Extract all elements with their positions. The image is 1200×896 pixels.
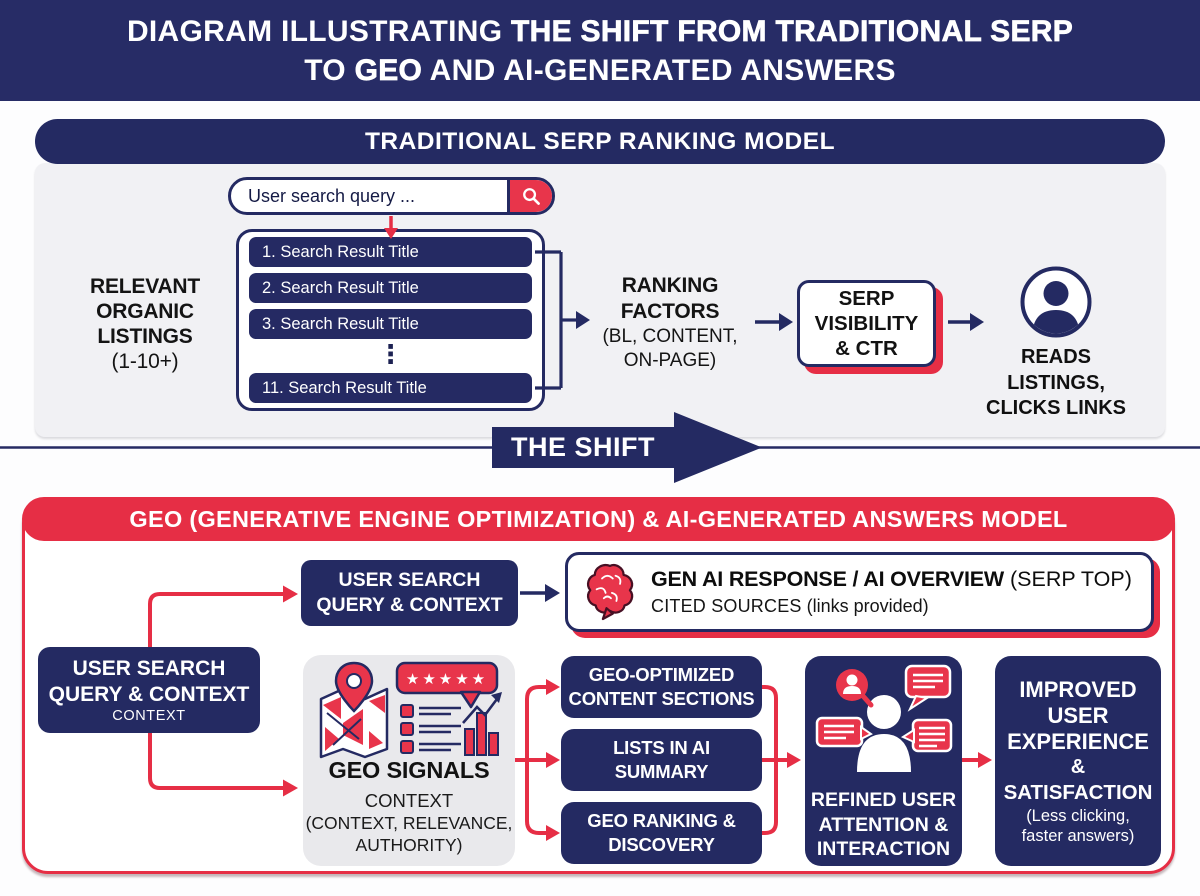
- label-line: &: [1070, 755, 1086, 778]
- output-box-ranking-discovery: GEO RANKING & DISCOVERY: [561, 802, 762, 864]
- search-input[interactable]: User search query ...: [228, 177, 555, 215]
- label-line: USER SEARCH: [72, 657, 226, 680]
- genai-title-note: (SERP TOP): [1004, 567, 1132, 591]
- label-line: REFINED USER: [810, 789, 957, 811]
- label-line: RANKING: [621, 274, 719, 297]
- output-box-lists-summary: LISTS IN AI SUMMARY: [561, 729, 762, 791]
- label-line: AUTHORITY): [355, 835, 463, 855]
- title-seg-bold: THE SHIFT FROM TRADITIONAL SERP: [510, 15, 1074, 49]
- label-line: RELEVANT: [89, 275, 200, 298]
- label-line: SUMMARY: [614, 761, 709, 782]
- label-line: SATISFACTION: [1003, 780, 1153, 804]
- traditional-panel: [35, 163, 1165, 437]
- user-avatar-icon: [1020, 266, 1092, 338]
- traditional-section-title: TRADITIONAL SERP RANKING MODEL: [35, 119, 1165, 164]
- label-line: & CTR: [835, 337, 898, 360]
- label-line: USER SEARCH: [338, 569, 481, 591]
- label-line: (Less clicking,: [1026, 806, 1130, 825]
- label-line: VISIBILITY: [814, 312, 919, 335]
- refined-label: REFINED USER ATTENTION & INTERACTION: [805, 788, 962, 862]
- person-silhouette-icon: [857, 695, 911, 772]
- search-button[interactable]: [507, 180, 552, 212]
- user-interaction-icons: [815, 664, 953, 772]
- label-line: ATTENTION &: [818, 813, 949, 836]
- label-line: LISTS IN AI: [613, 737, 710, 758]
- label-line: QUERY & CONTEXT: [48, 682, 250, 706]
- label-line: SERP: [838, 287, 895, 310]
- ranking-factors-label: RANKING FACTORS (BL, CONTENT, ON-PAGE): [588, 273, 752, 373]
- label-line: ON-PAGE): [623, 350, 717, 371]
- shift-arrow-label: THE SHIFT: [511, 432, 655, 462]
- improved-experience-box: IMPROVED USER EXPERIENCE & SATISFACTION …: [995, 656, 1161, 866]
- label-line: INTERACTION: [816, 838, 951, 860]
- search-result-item: 2. Search Result Title: [249, 273, 532, 303]
- label-line: GEO-OPTIMIZED: [588, 664, 735, 685]
- chat-bubble-icon: [904, 664, 952, 712]
- user-query-top-box: USER SEARCH QUERY & CONTEXT: [301, 560, 518, 626]
- title-seg: AND AI-GENERATED ANSWERS: [422, 54, 896, 87]
- svg-text:★★★★★: ★★★★★: [406, 670, 488, 688]
- geo-signals-icons: ★★★★★: [319, 661, 502, 759]
- refined-attention-box: REFINED USER ATTENTION & INTERACTION: [805, 656, 962, 866]
- geo-section-title: GEO (GENERATIVE ENGINE OPTIMIZATION) & A…: [22, 497, 1175, 541]
- user-query-left-box: USER SEARCH QUERY & CONTEXT CONTEXT: [38, 647, 260, 733]
- chat-bubble-icon: [815, 716, 873, 748]
- label-line: FACTORS: [620, 300, 720, 323]
- person-circle-icon: [836, 669, 874, 708]
- serp-visibility-box: SERP VISIBILITY & CTR: [797, 280, 936, 367]
- label-line: (1-10+): [111, 350, 179, 373]
- chat-bubble-icon: [900, 718, 953, 753]
- label-line: CONTENT SECTIONS: [568, 688, 755, 709]
- review-bubble-icon: [395, 661, 499, 695]
- cited-sources-note: (links provided): [801, 596, 929, 616]
- label-line: (BL, CONTENT,: [602, 326, 738, 347]
- magnifier-icon: [522, 187, 540, 205]
- label-line: LISTINGS: [97, 325, 193, 348]
- user-action-label: READS LISTINGS, CLICKS LINKS: [972, 345, 1140, 422]
- organic-listings-label: RELEVANT ORGANIC LISTINGS (1-10+): [55, 274, 235, 374]
- label-line: GEO RANKING &: [587, 810, 736, 831]
- main-title-band: DIAGRAM ILLUSTRATING THE SHIFT FROM TRAD…: [0, 0, 1200, 101]
- cited-sources: CITED SOURCES: [651, 596, 802, 616]
- label-line: DISCOVERY: [608, 834, 715, 855]
- title-seg-bold: GEO: [354, 54, 423, 88]
- gen-ai-text: GEN AI RESPONSE / AI OVERVIEW (SERP TOP)…: [651, 567, 1132, 617]
- search-query-text: User search query ...: [248, 186, 416, 206]
- label-line: faster answers): [1021, 826, 1135, 845]
- brain-icon: [586, 564, 634, 621]
- label-line: EXPERIENCE: [1007, 728, 1149, 754]
- label-line: USER: [1047, 702, 1109, 728]
- label-line: CLICKS LINKS: [986, 397, 1126, 419]
- main-title-line1: DIAGRAM ILLUSTRATING THE SHIFT FROM TRAD…: [0, 0, 1200, 51]
- bar-chart-icon: [462, 692, 502, 756]
- geo-signals-box: ★★★★★ GEO SIGNALS CONTEXT (CONTEXT, RELE…: [303, 655, 515, 866]
- label-line: READS LISTINGS,: [1007, 346, 1105, 394]
- label-line: QUERY & CONTEXT: [316, 593, 503, 616]
- search-result-item: 3. Search Result Title: [249, 309, 532, 339]
- geo-signals-title: GEO SIGNALS: [328, 757, 490, 783]
- search-result-item: 11. Search Result Title: [249, 373, 532, 403]
- title-seg: TO: [304, 54, 355, 87]
- label-line: CONTEXT: [364, 790, 454, 811]
- title-seg: DIAGRAM ILLUSTRATING: [126, 15, 511, 48]
- search-result-item: 1. Search Result Title: [249, 237, 532, 267]
- main-title-line2: TO GEO AND AI-GENERATED ANSWERS: [0, 51, 1200, 90]
- results-ellipsis: ⋮: [377, 340, 404, 370]
- label-line: ORGANIC: [96, 300, 194, 323]
- checklist-icon: [400, 704, 461, 754]
- label-line: CONTEXT: [112, 708, 186, 724]
- genai-title: GEN AI RESPONSE / AI OVERVIEW: [651, 567, 1005, 591]
- gen-ai-response-box: GEN AI RESPONSE / AI OVERVIEW (SERP TOP)…: [565, 552, 1154, 632]
- label-line: (CONTEXT, RELEVANCE,: [305, 813, 513, 833]
- output-box-content-sections: GEO-OPTIMIZED CONTENT SECTIONS: [561, 656, 762, 718]
- search-results-list: 1. Search Result Title 2. Search Result …: [236, 229, 545, 411]
- label-line: IMPROVED: [1019, 676, 1137, 702]
